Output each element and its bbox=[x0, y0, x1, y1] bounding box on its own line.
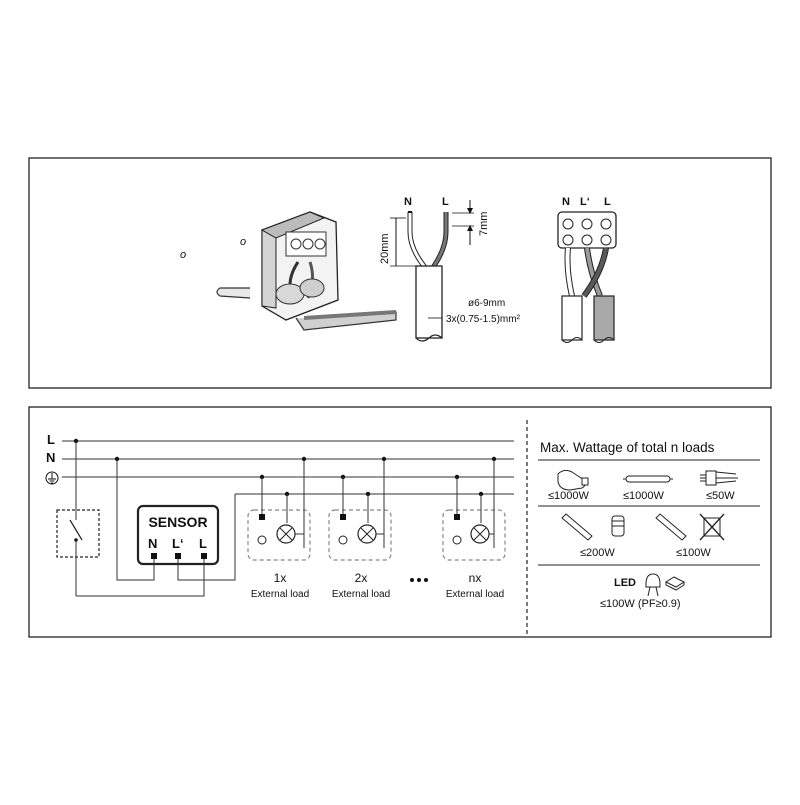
load-group-n: nx External load bbox=[442, 459, 506, 600]
wattage-fluorescent: ≤1000W bbox=[623, 490, 665, 502]
load-group-2: 2x External load bbox=[328, 459, 392, 600]
wattage-table-title: Max. Wattage of total n loads bbox=[540, 440, 715, 455]
bus-lines bbox=[62, 440, 514, 495]
led-label: LED bbox=[614, 577, 636, 589]
cable-diameter-label: ø6-9mm bbox=[468, 298, 505, 309]
bottom-panel: L N bbox=[28, 406, 772, 638]
cable-wire-n-label: N bbox=[404, 196, 412, 208]
screw-hole-mark: o bbox=[240, 236, 246, 248]
terminal-l-out-label: L‘ bbox=[580, 196, 590, 208]
fluorescent-tube-ballast-icon bbox=[561, 513, 625, 541]
sensor-wiring bbox=[76, 459, 236, 597]
terminal-block-diagram: N L‘ L bbox=[557, 196, 617, 343]
load-n-count: nx bbox=[469, 571, 482, 585]
sensor-terminal-n: N bbox=[148, 536, 157, 551]
cable-cross-section-label: 3x(0.75-1.5)mm² bbox=[446, 314, 521, 325]
wattage-incandescent: ≤1000W bbox=[548, 490, 590, 502]
sensor-terminal-l: L bbox=[199, 536, 207, 551]
load-2-label: External load bbox=[332, 589, 390, 600]
fluorescent-tube-no-ballast-icon bbox=[655, 513, 725, 541]
led-diode-icon bbox=[645, 573, 661, 597]
wire-strip-label: 7mm bbox=[478, 212, 490, 236]
cable-wire-l-label: L bbox=[442, 196, 449, 208]
fluorescent-tube-icon bbox=[623, 475, 673, 483]
bus-l-label: L bbox=[47, 432, 55, 447]
earth-symbol-icon bbox=[45, 471, 59, 485]
terminal-l-label: L bbox=[604, 196, 611, 208]
screw-hole-mark: o bbox=[180, 249, 186, 261]
strip-length-label: 20mm bbox=[379, 233, 391, 264]
top-panel-frame bbox=[28, 157, 772, 389]
load-group-1: 1x External load bbox=[247, 459, 311, 600]
sensor-title: SENSOR bbox=[148, 514, 207, 530]
load-1-label: External load bbox=[251, 589, 309, 600]
cfl-bulb-icon bbox=[700, 470, 738, 486]
wattage-table: Max. Wattage of total n loads ≤1000W ≤10… bbox=[538, 440, 760, 610]
ellipsis-dots bbox=[410, 578, 428, 582]
wattage-ballast-tube: ≤200W bbox=[580, 547, 615, 559]
load-n-label: External load bbox=[446, 589, 504, 600]
sensor-module: SENSOR N L‘ L bbox=[136, 504, 220, 566]
wattage-cfl: ≤50W bbox=[706, 490, 735, 502]
cable-strip-diagram: N L 20mm 7mm ø6-9mm 3x(0.75-1.5)mm² bbox=[379, 196, 521, 342]
load-2-count: 2x bbox=[355, 571, 368, 585]
sensor-terminal-l-out: L‘ bbox=[172, 536, 184, 551]
top-panel: o o N L bbox=[28, 157, 772, 389]
bus-n-label: N bbox=[46, 450, 55, 465]
wall-switch bbox=[56, 441, 100, 596]
load-1-count: 1x bbox=[274, 571, 287, 585]
terminal-n-label: N bbox=[562, 196, 570, 208]
incandescent-bulb-icon bbox=[557, 469, 589, 491]
sensor-housing-illustration: o o bbox=[180, 211, 397, 331]
led-module-icon bbox=[664, 576, 686, 591]
wattage-led: ≤100W (PF≥0.9) bbox=[600, 598, 681, 610]
wattage-no-ballast-tube: ≤100W bbox=[676, 547, 711, 559]
